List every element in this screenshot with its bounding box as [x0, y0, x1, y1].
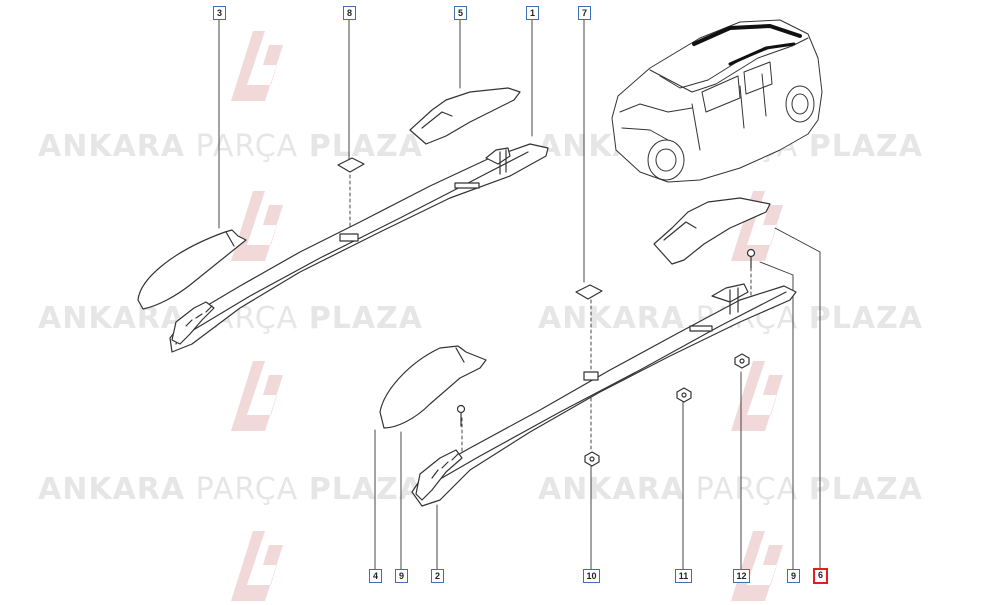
part-callout[interactable]: 3 — [213, 6, 226, 20]
watermark-text: ANKARA PARÇA PLAZA — [38, 472, 424, 507]
screw-icon — [746, 248, 756, 269]
part-callout[interactable]: 11 — [675, 569, 692, 583]
roof-rail-left — [169, 143, 549, 353]
part-callout-highlighted[interactable]: 6 — [813, 568, 828, 584]
watermark-logo-icon — [731, 361, 783, 431]
watermark-logo-icon — [231, 31, 283, 101]
end-cap-front-left — [409, 87, 521, 145]
end-cap-front-right — [379, 345, 487, 429]
part-callout[interactable]: 9 — [395, 569, 408, 583]
part-callout[interactable]: 8 — [343, 6, 356, 20]
car-icon — [611, 19, 823, 183]
watermark-logo-icon — [731, 531, 783, 601]
part-callout[interactable]: 7 — [578, 6, 591, 20]
part-callout[interactable]: 4 — [369, 569, 382, 583]
part-callout[interactable]: 10 — [583, 569, 600, 583]
watermark-logo-icon — [231, 531, 283, 601]
leader-lines — [218, 19, 821, 570]
clip-lower — [575, 284, 603, 300]
part-callout[interactable]: 5 — [454, 6, 467, 20]
end-cap-rear-left — [137, 229, 247, 310]
watermark-logo-icon — [731, 191, 783, 261]
watermark-logo-icon — [231, 361, 283, 431]
nut-icon — [584, 451, 600, 467]
watermark-text: ANKARA PARÇA PLAZA — [38, 129, 424, 164]
nut-icon — [676, 387, 692, 403]
roof-rail-right — [411, 285, 797, 507]
part-callout[interactable]: 12 — [733, 569, 750, 583]
part-callout[interactable]: 9 — [787, 569, 800, 583]
watermark-logo-icon — [231, 191, 283, 261]
part-callout[interactable]: 1 — [526, 6, 539, 20]
nut-icon — [734, 353, 750, 369]
end-cap-rear-right — [653, 197, 771, 265]
part-callout[interactable]: 2 — [431, 569, 444, 583]
screw-icon — [456, 404, 466, 427]
clip-upper — [337, 157, 365, 173]
watermark-text: ANKARA PARÇA PLAZA — [538, 472, 924, 507]
